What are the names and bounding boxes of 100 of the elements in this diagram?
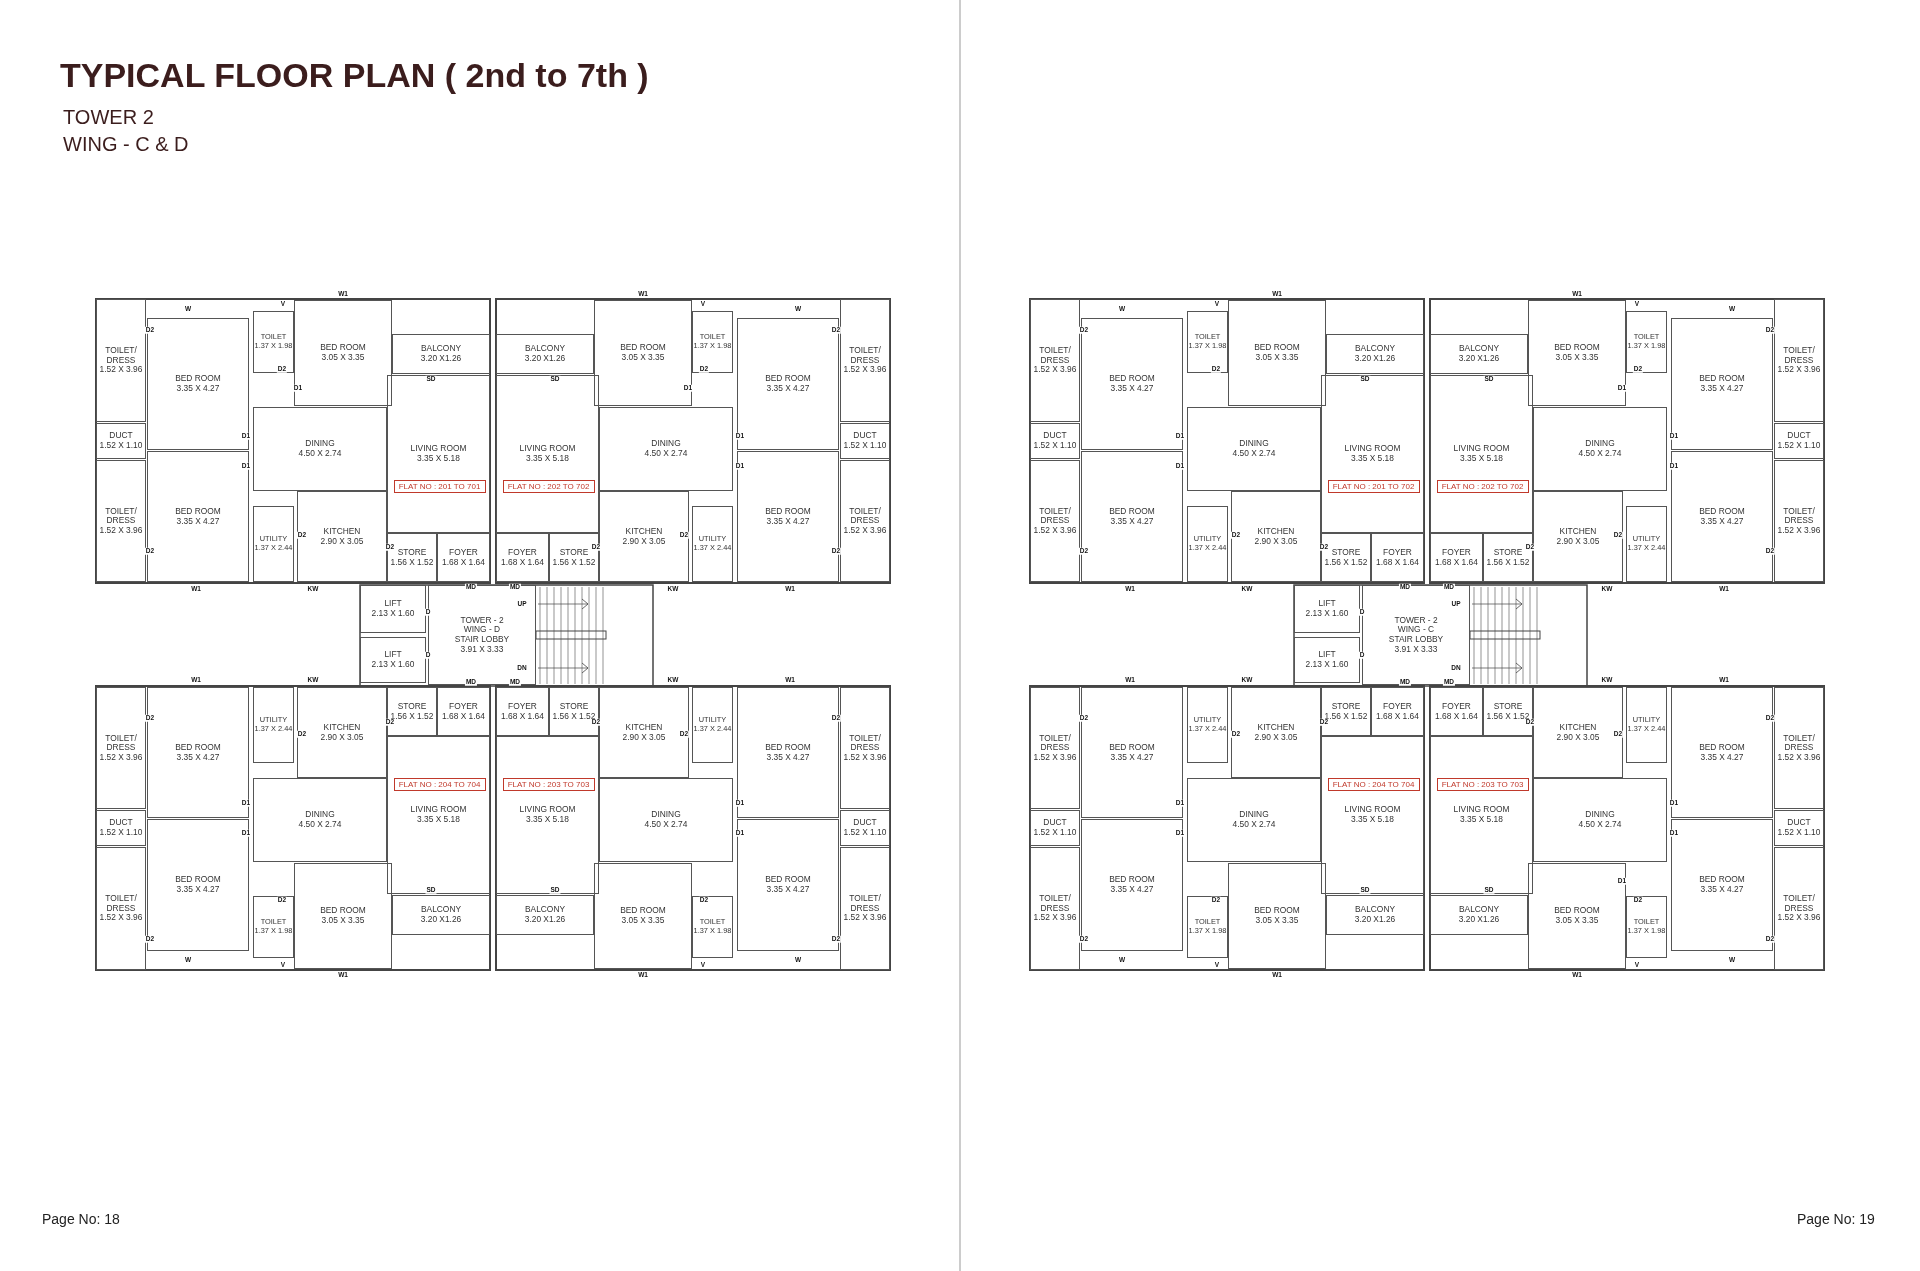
toilet-room [692, 311, 733, 373]
duct-shaft [1030, 810, 1080, 846]
room-label: 1.52 X 1.10 [1033, 441, 1077, 451]
room-label: KITCHEN [1559, 526, 1597, 537]
room-label: 3.35 X 4.27 [1110, 885, 1154, 895]
kitchen [599, 491, 689, 582]
living-room [496, 736, 599, 894]
room-label: 3.35 X 5.18 [526, 454, 569, 464]
page-number: Page No: 18 [42, 1211, 120, 1227]
store-room [1483, 687, 1533, 736]
toilet-room [96, 299, 146, 422]
room-label: BED ROOM [320, 906, 366, 916]
room-label: 1.52 X 3.96 [1033, 752, 1077, 763]
dining-area [1187, 407, 1321, 491]
room-label: 1.52 X 1.10 [99, 441, 143, 451]
room-label: 1.52 X 3.96 [99, 525, 143, 536]
room-label: BED ROOM [1254, 343, 1300, 353]
room-label: 3.35 X 4.27 [1110, 516, 1154, 527]
bedroom [147, 451, 249, 582]
dining-area [1533, 407, 1667, 491]
room-label: 3.05 X 3.35 [321, 353, 365, 363]
room-label: 1.52 X 3.96 [843, 365, 887, 375]
room-label: BED ROOM [175, 875, 221, 885]
store-room [549, 687, 599, 736]
utility-room [253, 687, 294, 763]
room-label: DUCT [1787, 431, 1811, 441]
kitchen [1231, 491, 1321, 582]
room-label: FOYER [508, 547, 537, 558]
room-label: 3.35 X 5.18 [526, 815, 569, 825]
bedroom [1081, 451, 1183, 582]
room-label: LIVING ROOM [1453, 805, 1510, 815]
room-label: 1.52 X 1.10 [843, 828, 887, 838]
room-label: 3.05 X 3.35 [621, 916, 665, 926]
room-label: 2.90 X 3.05 [622, 536, 666, 547]
toilet-room [1774, 687, 1824, 809]
duct-shaft [1774, 810, 1824, 846]
room-label: BALCONY [1355, 905, 1395, 915]
room-label: STORE [1493, 547, 1523, 558]
room-label: DUCT [853, 818, 877, 828]
bedroom [1671, 819, 1773, 951]
store-room [387, 533, 437, 582]
foyer [496, 533, 549, 582]
room-label: 3.35 X 4.27 [1700, 752, 1744, 763]
room-label: 2.13 X 1.60 [371, 609, 415, 619]
room-label: 2.90 X 3.05 [622, 732, 666, 743]
room-label: 4.50 X 2.74 [644, 449, 688, 459]
utility-room [1187, 506, 1228, 582]
room-label: 1.52 X 1.10 [1777, 441, 1821, 451]
room-label: BALCONY [525, 905, 565, 915]
room-label: BALCONY [525, 344, 565, 354]
room-label: DUCT [1043, 431, 1067, 441]
bedroom [737, 451, 839, 582]
room-label: 1.68 X 1.64 [442, 711, 485, 722]
room-label: 4.50 X 2.74 [644, 820, 688, 830]
room-label: TOILET/ DRESS [1782, 733, 1816, 753]
room-label: BED ROOM [1699, 875, 1745, 885]
room-label: 3.35 X 5.18 [417, 815, 460, 825]
room-label: 3.35 X 4.27 [1700, 516, 1744, 527]
duct-shaft [840, 810, 890, 846]
toilet-room [692, 896, 733, 958]
balcony [1326, 334, 1424, 374]
bedroom [1081, 819, 1183, 951]
room-label: KITCHEN [323, 722, 361, 733]
room-label: 3.35 X 4.27 [766, 752, 810, 763]
subtitle: WING - C & D [63, 133, 189, 156]
room-label: TOILET/ DRESS [848, 506, 882, 526]
room-label: BALCONY [421, 905, 461, 915]
room-label: 4.50 X 2.74 [1578, 820, 1622, 830]
foyer [1430, 687, 1483, 736]
flat-number-tag: FLAT NO : 203 TO 703 [1436, 778, 1529, 791]
room-label: BED ROOM [620, 343, 666, 353]
balcony [496, 334, 594, 374]
room-label: 1.68 X 1.64 [501, 557, 544, 568]
flat-number-tag: FLAT NO : 204 TO 704 [1327, 778, 1420, 791]
room-label: 3.20 X1.26 [1458, 915, 1500, 925]
balcony [392, 334, 490, 374]
store-room [1321, 687, 1371, 736]
bedroom [1081, 687, 1183, 818]
room-label: 1.52 X 1.10 [99, 828, 143, 838]
room-label: DINING [305, 439, 335, 449]
room-label: DINING [1585, 810, 1615, 820]
room-label: DINING [1585, 439, 1615, 449]
room-label: TOILET/ DRESS [848, 894, 882, 914]
toilet-room [1030, 460, 1080, 582]
room-label: 3.20 X1.26 [420, 354, 462, 364]
room-label: DUCT [853, 431, 877, 441]
room-label: STORE [1493, 701, 1523, 712]
room-label: 3.35 X 5.18 [1351, 454, 1394, 464]
room-label: 1.68 X 1.64 [1376, 711, 1419, 722]
subtitle: TOWER 2 [63, 106, 154, 129]
toilet-room [840, 687, 890, 809]
room-label: 2.90 X 3.05 [1254, 732, 1298, 743]
room-label: 2.13 X 1.60 [371, 660, 415, 670]
room-label: 3.35 X 4.27 [1700, 384, 1744, 394]
utility-room [692, 506, 733, 582]
bedroom [1228, 863, 1326, 969]
bedroom [294, 300, 392, 406]
room-label: 3.20 X1.26 [1458, 354, 1500, 364]
room-label: KITCHEN [1257, 526, 1295, 537]
room-label: DUCT [1043, 818, 1067, 828]
